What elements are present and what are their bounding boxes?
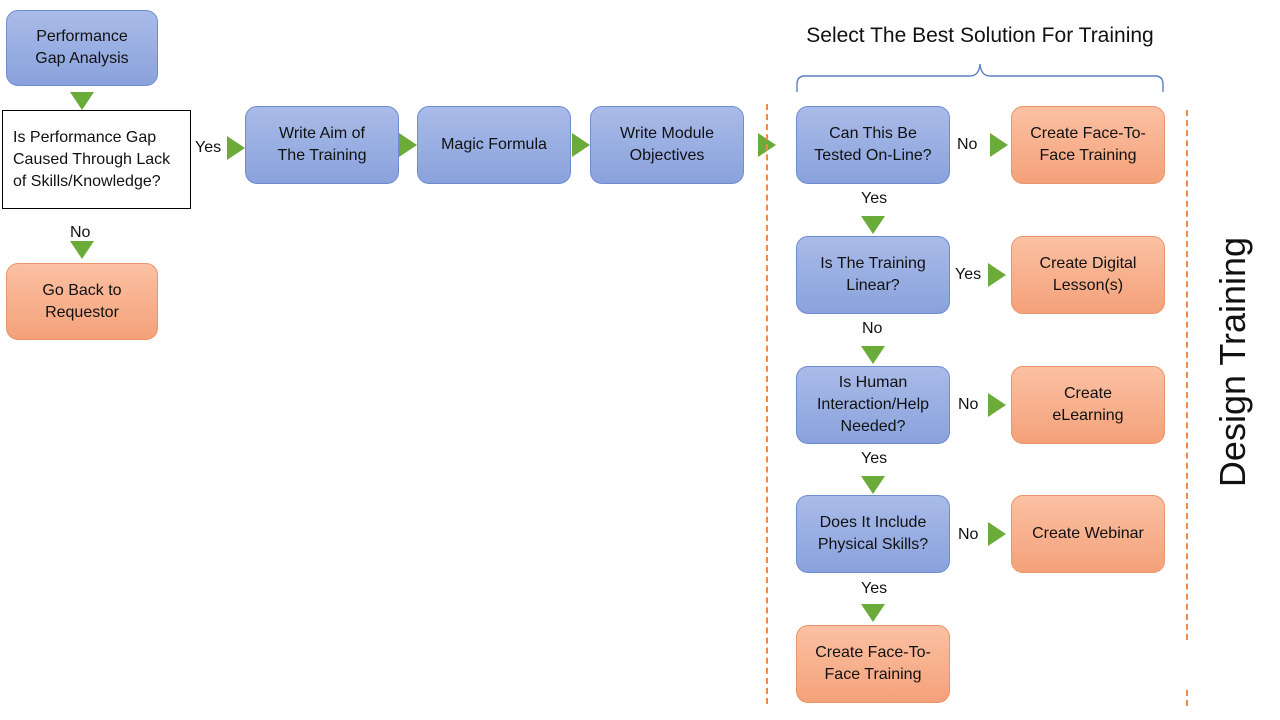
section-divider-right-tail <box>1186 690 1188 706</box>
arrow-down-icon <box>861 604 885 622</box>
face-to-face-training-box: Create Face-To- Face Training <box>1011 106 1165 184</box>
performance-gap-analysis-box: Performance Gap Analysis <box>6 10 158 86</box>
webinar-box: Create Webinar <box>1011 495 1165 573</box>
curly-brace-icon <box>796 63 1164 92</box>
question-yes-label: Yes <box>195 139 222 156</box>
section-divider-right <box>1186 110 1188 640</box>
skills-gap-question-box: Is Performance Gap Caused Through Lack o… <box>2 110 191 209</box>
q4-yes-label: Yes <box>861 580 888 597</box>
q2-yes-label: Yes <box>955 266 982 283</box>
arrow-right-icon <box>988 393 1006 417</box>
arrow-right-icon <box>988 263 1006 287</box>
arrow-down-icon <box>861 216 885 234</box>
q1-no-label: No <box>957 136 978 153</box>
question-no-label: No <box>70 224 91 241</box>
write-module-objectives-box: Write Module Objectives <box>590 106 744 184</box>
arrow-right-icon <box>227 136 245 160</box>
elearning-box: Create eLearning <box>1011 366 1165 444</box>
q1-yes-label: Yes <box>861 190 888 207</box>
arrow-down-icon <box>70 241 94 259</box>
final-face-to-face-training-box: Create Face-To- Face Training <box>796 625 950 703</box>
human-interaction-question-box: Is Human Interaction/Help Needed? <box>796 366 950 444</box>
write-aim-box: Write Aim of The Training <box>245 106 399 184</box>
arrow-right-icon <box>988 522 1006 546</box>
go-back-requestor-box: Go Back to Requestor <box>6 263 158 340</box>
bracket-title: Select The Best Solution For Training <box>806 24 1154 47</box>
physical-skills-question-box: Does It Include Physical Skills? <box>796 495 950 573</box>
magic-formula-box: Magic Formula <box>417 106 571 184</box>
training-linear-question-box: Is The Training Linear? <box>796 236 950 314</box>
tested-online-question-box: Can This Be Tested On-Line? <box>796 106 950 184</box>
design-training-side-title: Design Training <box>1212 236 1253 488</box>
arrow-down-icon <box>861 476 885 494</box>
arrow-right-icon <box>572 133 590 157</box>
arrow-right-icon <box>399 133 417 157</box>
q3-no-label: No <box>958 396 979 413</box>
q3-yes-label: Yes <box>861 450 888 467</box>
digital-lessons-box: Create Digital Lesson(s) <box>1011 236 1165 314</box>
q4-no-label: No <box>958 526 979 543</box>
arrow-down-icon <box>861 346 885 364</box>
arrow-down-icon <box>70 92 94 110</box>
arrow-right-icon <box>990 133 1008 157</box>
section-divider-left <box>766 104 768 704</box>
q2-no-label: No <box>862 320 883 337</box>
